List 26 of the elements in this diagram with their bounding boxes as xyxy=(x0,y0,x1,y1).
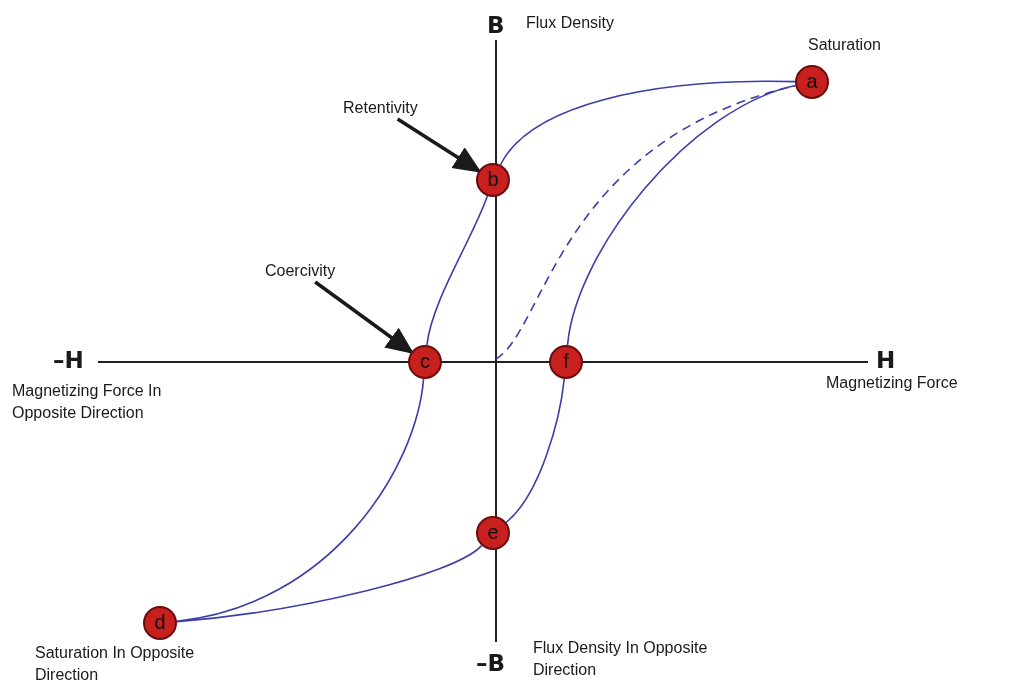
axis-title: Magnetizing Force In Opposite Direction xyxy=(12,381,163,423)
hysteresis-curve xyxy=(176,378,425,622)
hysteresis-curve xyxy=(505,378,566,524)
axis-title: Flux Density xyxy=(526,13,616,33)
axis-letter: H xyxy=(876,346,896,375)
point-caption: Saturation xyxy=(808,35,882,55)
axis-letter: B xyxy=(487,11,505,40)
axis-letter: –B xyxy=(476,649,506,678)
axis-title: Magnetizing Force xyxy=(826,373,959,393)
arrow xyxy=(396,117,482,173)
hysteresis-curve xyxy=(566,84,797,346)
point-marker: c xyxy=(408,345,442,379)
point-marker: f xyxy=(549,345,583,379)
annotation-text: Coercivity xyxy=(265,262,336,280)
axis-letter: –H xyxy=(53,346,84,375)
hysteresis-curve xyxy=(176,544,483,623)
point-marker: b xyxy=(476,163,510,197)
axis-title: Flux Density In Opposite Direction xyxy=(533,638,709,680)
hysteresis-curve xyxy=(426,195,489,346)
point-marker: a xyxy=(795,65,829,99)
annotation-text: Retentivity xyxy=(343,99,418,117)
arrow xyxy=(314,280,415,355)
point-caption: Saturation In Opposite Direction xyxy=(35,643,196,685)
hysteresis-curve xyxy=(499,80,796,166)
point-marker: d xyxy=(143,606,177,640)
point-marker: e xyxy=(476,516,510,550)
